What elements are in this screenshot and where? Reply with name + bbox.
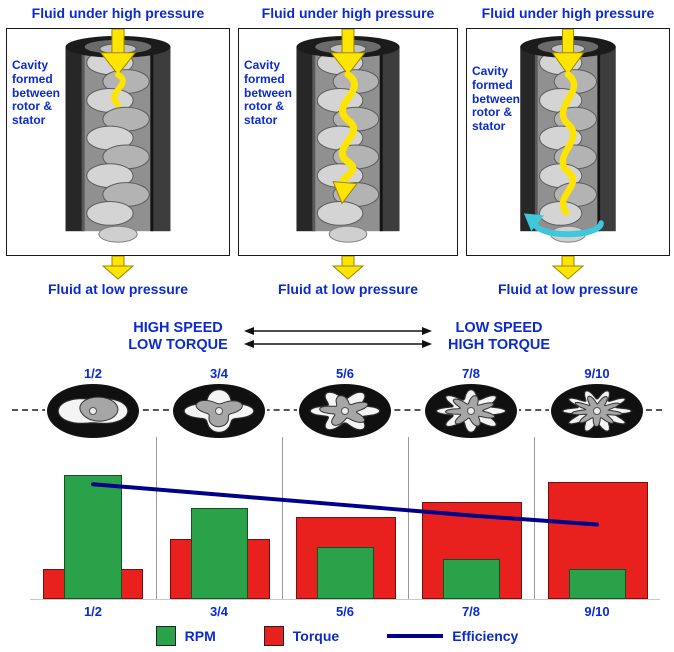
cavity-label-1: Cavity formed between rotor & stator — [12, 58, 61, 128]
legend-item-efficiency: Efficiency — [387, 628, 518, 644]
double-headed-arrows-icon — [244, 327, 432, 348]
outflow-arrow-icon-3 — [551, 256, 585, 280]
pump-diagram-1 — [65, 29, 171, 243]
rpm-torque-chart — [30, 437, 660, 600]
axis-label: 5/6 — [335, 604, 355, 619]
lobe-cross-section-icon — [171, 383, 267, 439]
panel2-top-label: Fluid under high pressure — [261, 5, 435, 21]
cavity-label-3: Cavity formed between rotor & stator — [472, 64, 521, 134]
lobe-label: 5/6 — [335, 366, 355, 381]
rpm-bar — [64, 474, 122, 599]
high-speed-text: HIGH SPEED — [133, 320, 223, 336]
legend-item-rpm: RPM — [155, 626, 216, 646]
pump-panel-1: Cavity formed between rotor & stator — [6, 28, 230, 256]
cavity-label-2: Cavity formed between rotor & stator — [244, 58, 293, 128]
pump-panel-2: Cavity formed between rotor & stator — [238, 28, 458, 256]
axis-label: 3/4 — [209, 604, 229, 619]
panel1-bottom-label: Fluid at low pressure — [47, 281, 189, 297]
axis-label: 1/2 — [83, 604, 103, 619]
lobe-cross-section-icon — [423, 383, 519, 439]
pump-diagram-3 — [520, 29, 616, 243]
bar-group — [156, 437, 282, 599]
lobe-sections-row: 1/2 3/4 5/6 7/8 9/10 — [30, 366, 660, 439]
high-speed-low-torque-label: HIGH SPEED LOW TORQUE — [116, 320, 240, 354]
panel3-top-label: Fluid under high pressure — [481, 5, 655, 21]
rpm-bar — [316, 546, 375, 599]
lobe-label: 9/10 — [584, 366, 610, 381]
high-torque-text: HIGH TORQUE — [447, 337, 551, 353]
bar-groups — [30, 437, 660, 599]
low-speed-high-torque-label: LOW SPEED HIGH TORQUE — [437, 320, 561, 354]
bar-group — [534, 437, 660, 599]
lobe-section: 3/4 — [156, 366, 282, 439]
pump-diagram-2 — [296, 29, 400, 243]
torque-swatch-icon — [263, 626, 284, 646]
rpm-bar — [568, 569, 627, 599]
lobe-section: 7/8 — [408, 366, 534, 439]
panel1-top-label: Fluid under high pressure — [31, 5, 205, 21]
outflow-arrow-icon-2 — [331, 256, 365, 280]
pump-panel-3: Cavity formed between rotor & stator — [466, 28, 670, 256]
legend-item-torque: Torque — [263, 626, 340, 646]
rpm-bar — [442, 558, 501, 599]
bar-group — [408, 437, 534, 599]
panel2-bottom-label: Fluid at low pressure — [277, 281, 419, 297]
rpm-legend-label: RPM — [184, 628, 216, 644]
axis-label: 9/10 — [584, 604, 610, 619]
chart-legend: RPM Torque Efficiency — [0, 626, 674, 646]
lobe-label: 7/8 — [461, 366, 481, 381]
lobe-cross-section-icon — [297, 383, 393, 439]
axis-label: 7/8 — [461, 604, 481, 619]
torque-legend-label: Torque — [292, 628, 340, 644]
rpm-swatch-icon — [155, 626, 176, 646]
lobe-section: 9/10 — [534, 366, 660, 439]
lobe-cross-section-icon — [45, 383, 141, 439]
low-torque-text: LOW TORQUE — [128, 337, 228, 353]
rpm-bar — [190, 507, 249, 599]
bar-group — [30, 437, 156, 599]
lobe-label: 1/2 — [83, 366, 103, 381]
lobe-label: 3/4 — [209, 366, 229, 381]
efficiency-legend-label: Efficiency — [452, 628, 519, 644]
lobe-section: 5/6 — [282, 366, 408, 439]
low-speed-text: LOW SPEED — [455, 320, 543, 336]
efficiency-line-icon — [387, 634, 444, 638]
bar-group — [282, 437, 408, 599]
panel3-bottom-label: Fluid at low pressure — [497, 281, 639, 297]
x-axis-labels: 1/2 3/4 5/6 7/8 9/10 — [30, 604, 660, 619]
lobe-section: 1/2 — [30, 366, 156, 439]
lobe-cross-section-icon — [549, 383, 645, 439]
outflow-arrow-icon-1 — [101, 256, 135, 280]
